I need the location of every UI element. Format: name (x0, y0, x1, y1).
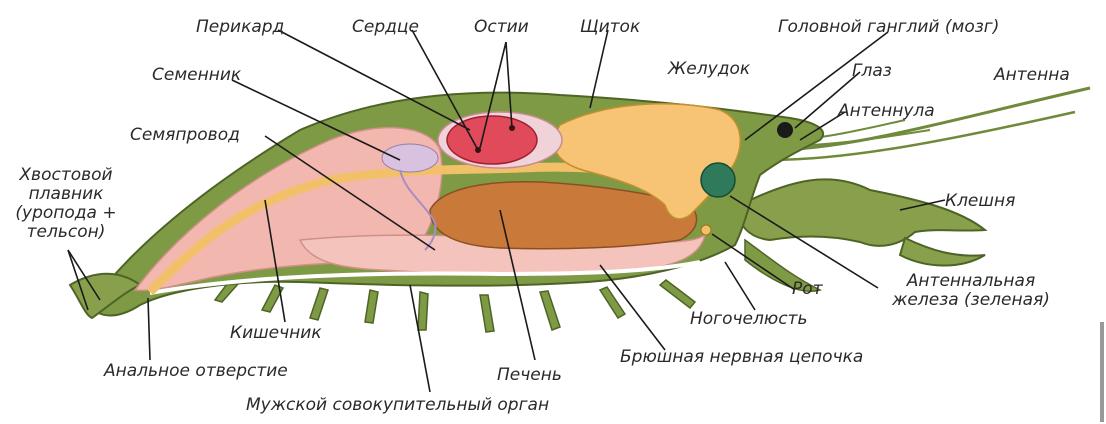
label-head-ganglion: Головной ганглий (мозг) (778, 18, 999, 37)
label-pericard: Перикард (196, 18, 284, 37)
label-antenna: Антенна (994, 66, 1070, 85)
label-heart: Сердце (352, 18, 419, 37)
label-liver: Печень (497, 366, 562, 385)
heart-organ (447, 116, 537, 164)
mouth-point (701, 225, 711, 235)
label-ventral-nerve-cord: Брюшная нервная цепочка (620, 348, 863, 367)
label-ostia: Остии (474, 18, 529, 37)
label-male-organ: Мужской совокупительный орган (246, 396, 549, 415)
label-antennula: Антеннула (838, 102, 935, 121)
antennal-gland-organ (701, 163, 735, 197)
eye-organ (777, 122, 793, 138)
antennae (770, 88, 1090, 160)
label-mouth: Рот (792, 280, 823, 299)
label-eye: Глаз (852, 62, 892, 81)
label-maxilliped: Ногочелюсть (690, 310, 807, 329)
label-antennal-gland: Антеннальная железа (зеленая) (876, 272, 1066, 310)
label-vas-deferens: Семяпровод (130, 126, 240, 145)
label-claw: Клешня (945, 192, 1015, 211)
label-stomach: Желудок (668, 60, 750, 79)
label-testis: Семенник (152, 66, 241, 85)
label-anus: Анальное отверстие (104, 362, 288, 381)
label-tail-fin: Хвостовой плавник (уропода + тельсон) (0, 166, 132, 242)
testis-organ (382, 144, 438, 172)
label-shield: Щиток (580, 18, 640, 37)
label-intestine: Кишечник (230, 324, 322, 343)
